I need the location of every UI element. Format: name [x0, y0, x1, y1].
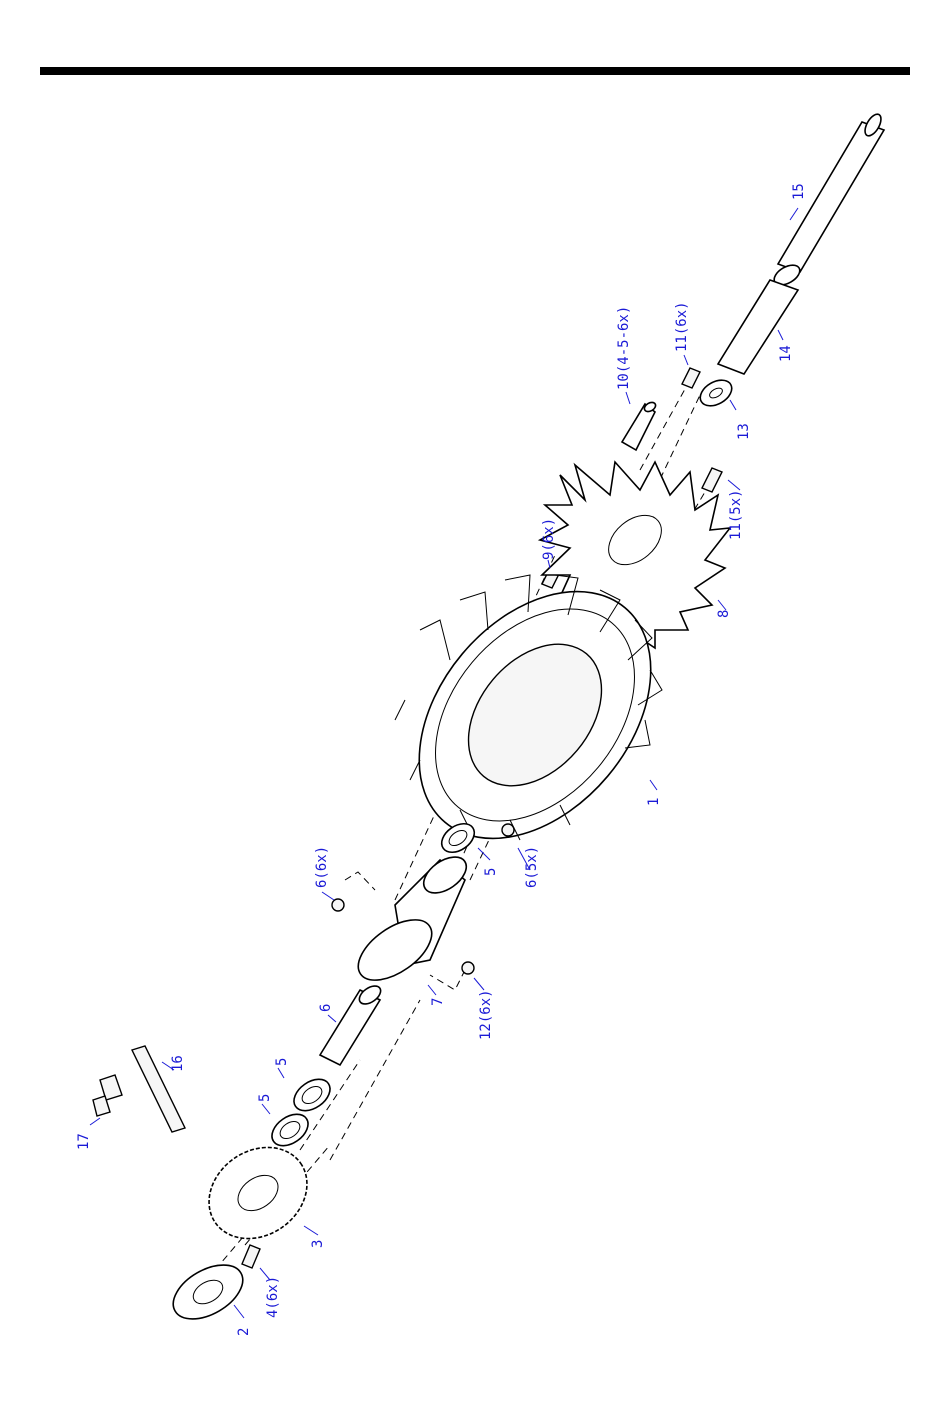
callout-6-6x: 6(6x) [314, 846, 330, 888]
part-13-washer [696, 375, 736, 411]
callout-12: 12(6x) [478, 989, 494, 1040]
part-10-cone [622, 401, 657, 450]
callout-5-lower: 5 [257, 1094, 273, 1102]
part-12-nut [462, 962, 474, 974]
callout-16: 16 [170, 1055, 186, 1072]
part-5-bearings-lower [266, 1073, 336, 1152]
callout-5-upper: 5 [483, 868, 499, 876]
callout-3: 3 [310, 1240, 326, 1248]
callout-14: 14 [778, 345, 794, 362]
callout-11-5x: 11(5x) [728, 489, 744, 540]
part-6-axle [320, 982, 384, 1065]
callout-6-5x: 6(5x) [524, 846, 540, 888]
part-7-hub [348, 850, 473, 992]
callout-2: 2 [236, 1328, 252, 1336]
callout-6-axle: 6 [318, 1004, 334, 1012]
part-3-chain-sprocket [191, 1129, 324, 1257]
callout-4: 4(6x) [265, 1276, 281, 1318]
callout-11-6x: 11(6x) [674, 301, 690, 352]
callout-10: 10(4-5-6x) [616, 306, 632, 390]
callout-13: 13 [736, 423, 752, 440]
part-4-bolt [242, 1245, 260, 1268]
callout-5-mid: 5 [274, 1058, 290, 1066]
callout-8: 8 [716, 610, 732, 618]
callout-9: 9(6x) [541, 518, 557, 560]
callout-17: 17 [76, 1133, 92, 1150]
part-17-links [93, 1075, 122, 1116]
callout-7: 7 [430, 998, 446, 1006]
callout-15: 15 [791, 183, 807, 200]
callout-1: 1 [646, 798, 662, 806]
part-2-cap [164, 1254, 252, 1330]
